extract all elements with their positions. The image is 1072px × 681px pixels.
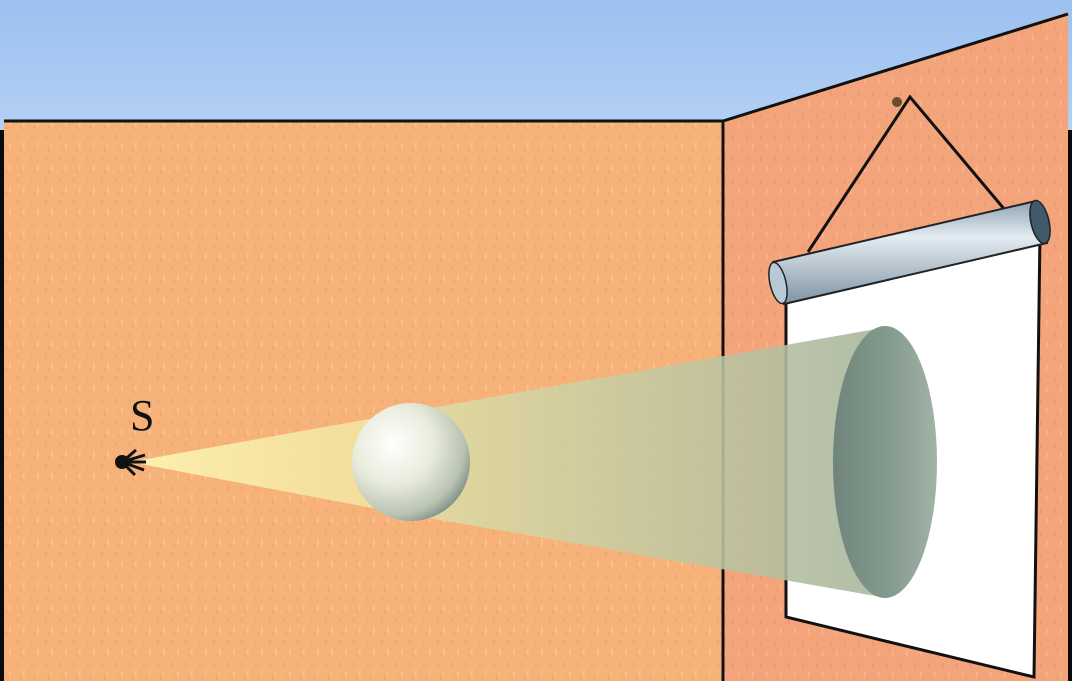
shadow-on-screen: [833, 326, 937, 598]
light-beam: [130, 417, 380, 508]
light-source-icon: [115, 448, 146, 477]
hanging-string: [806, 94, 1007, 253]
scroll-rod: [768, 199, 1051, 306]
source-label: S: [130, 391, 154, 440]
nail: [892, 97, 902, 107]
shadow-cone: [372, 327, 887, 598]
ball: [352, 403, 470, 521]
